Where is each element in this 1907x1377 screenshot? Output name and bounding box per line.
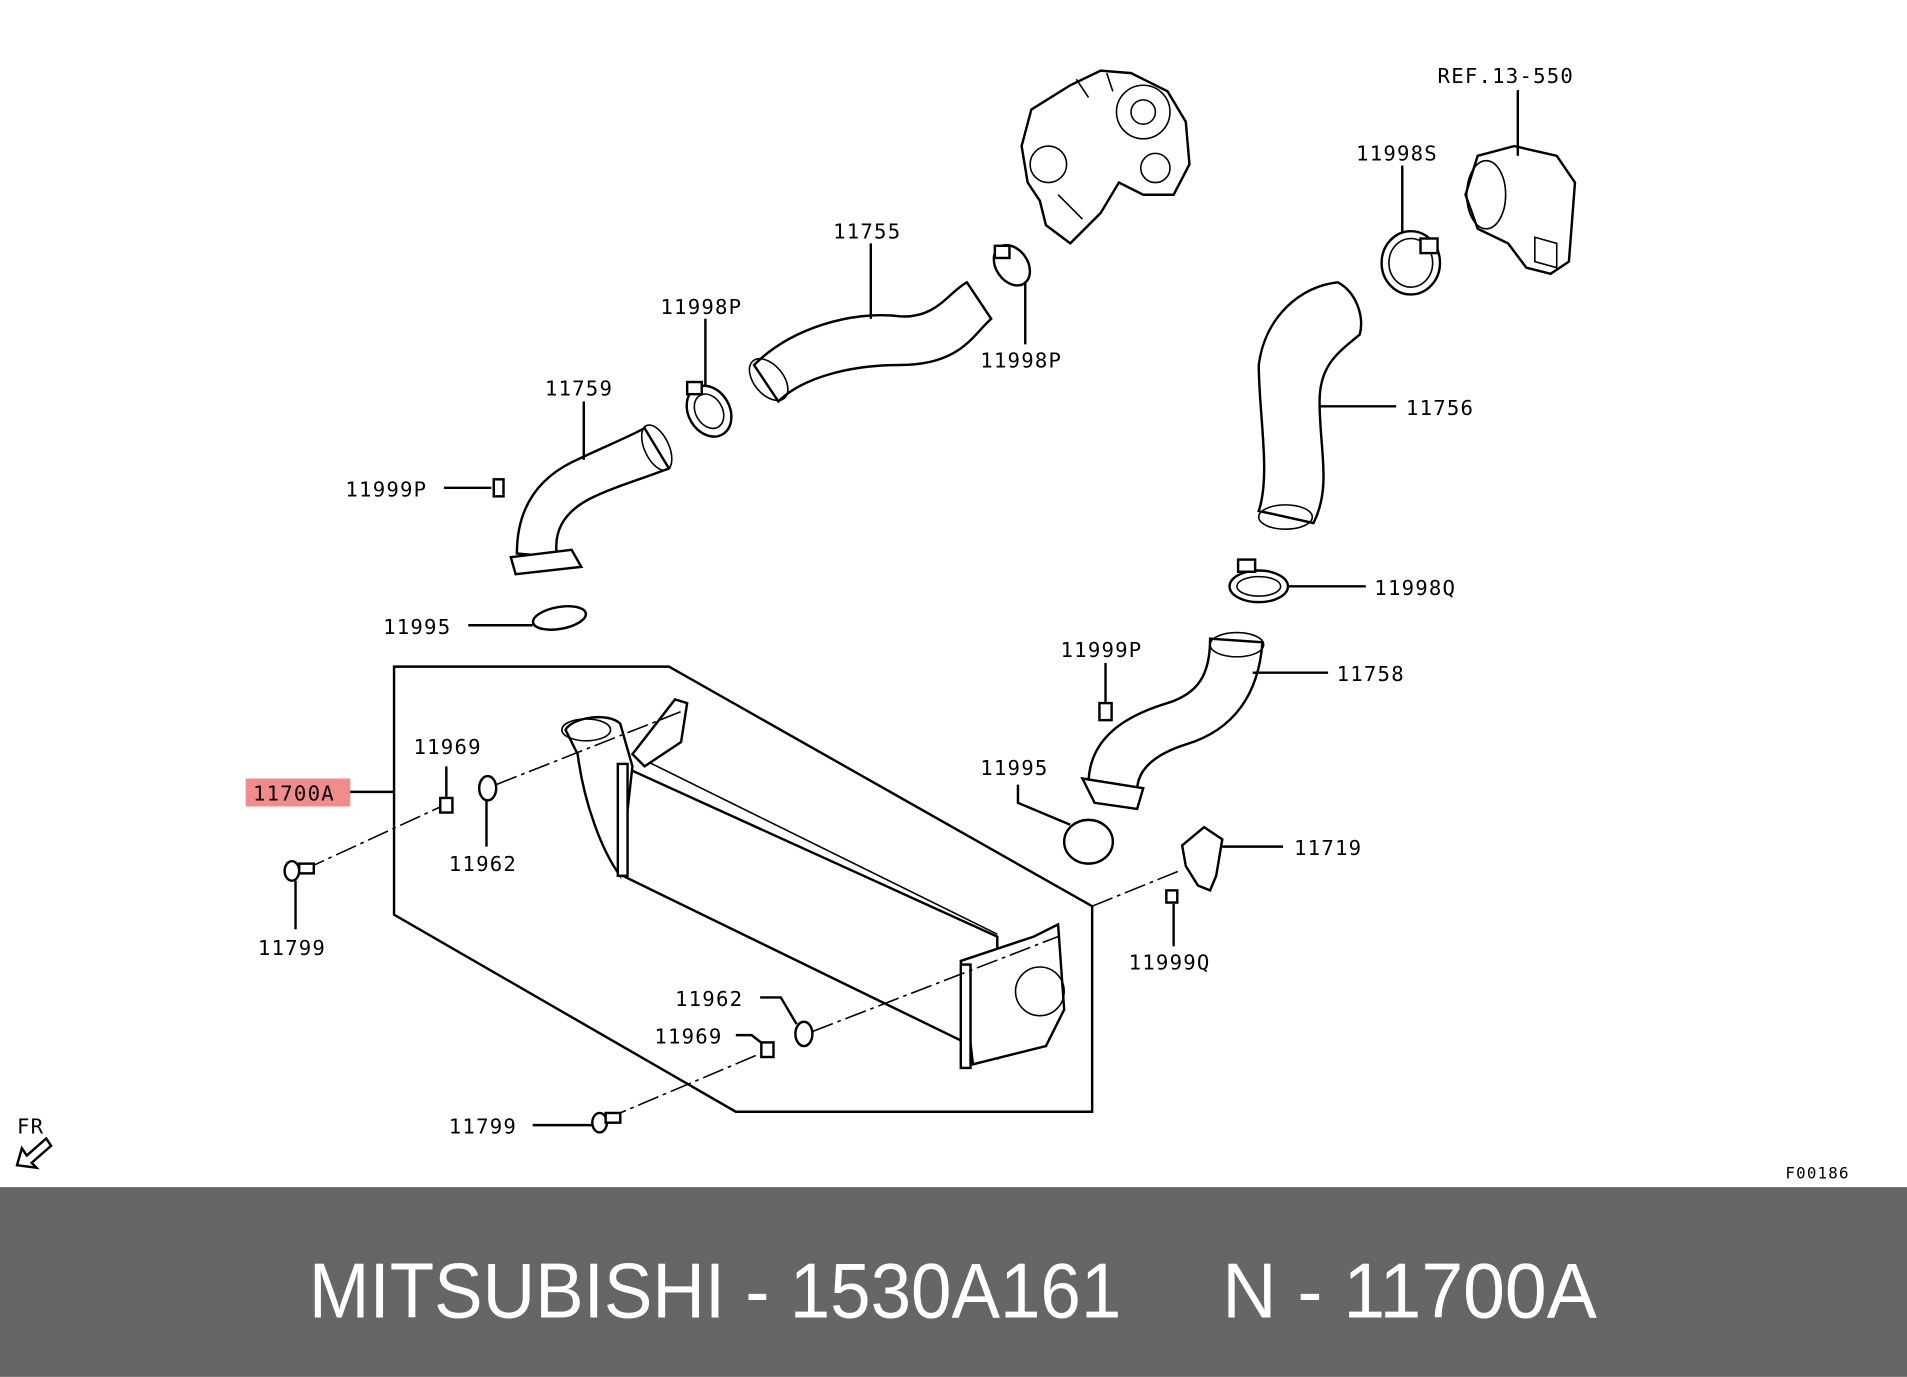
label-11756: 11756 xyxy=(1406,396,1474,420)
hose-11756 xyxy=(1257,281,1363,525)
label-11799-a: 11799 xyxy=(258,936,326,960)
hose-11755 xyxy=(752,280,993,404)
label-11995-b: 11995 xyxy=(980,756,1048,780)
label-11998P-b: 11998P xyxy=(980,348,1062,372)
label-11719: 11719 xyxy=(1294,836,1362,860)
label-11759: 11759 xyxy=(545,376,613,400)
label-11998Q: 11998Q xyxy=(1374,576,1456,600)
nut-11969-upper xyxy=(439,796,454,814)
label-11995-a: 11995 xyxy=(383,615,451,639)
label-11962-b: 11962 xyxy=(675,987,743,1011)
front-direction-label: FR xyxy=(17,1115,44,1139)
label-11999P-b: 11999P xyxy=(1061,638,1143,662)
grommet-11962-lower xyxy=(794,1020,814,1048)
assembly-outline-11700A xyxy=(392,665,1094,1113)
intercooler-core xyxy=(561,698,1066,1070)
grommet-11962-upper xyxy=(477,774,498,802)
label-11999Q: 11999Q xyxy=(1129,950,1211,974)
bracket-11719 xyxy=(1180,825,1224,892)
bottom-banner xyxy=(0,1187,1907,1377)
hose-clamp-11998P-upper xyxy=(992,243,1032,287)
bolt-11999P-upper xyxy=(492,478,505,498)
front-arrow-icon xyxy=(15,1136,53,1170)
label-11969-a: 11969 xyxy=(414,735,482,759)
label-ref-13-550: REF.13-550 xyxy=(1438,64,1575,88)
hose-clamp-11998P-lower xyxy=(685,380,733,438)
figure-code: F00186 xyxy=(1785,1164,1849,1183)
hose-clamp-11998S xyxy=(1380,229,1442,296)
hose-11759 xyxy=(515,426,671,559)
highlight-11700A xyxy=(245,778,351,807)
bolt-11799-lower xyxy=(591,1111,622,1134)
bolt-11799-upper xyxy=(283,859,315,882)
hose-clamp-11998Q xyxy=(1228,558,1290,604)
label-11755: 11755 xyxy=(833,220,901,244)
turbocharger-drawing xyxy=(1020,69,1191,245)
label-11998S: 11998S xyxy=(1356,142,1438,166)
label-11998P-a: 11998P xyxy=(660,295,742,319)
o-ring-11995-lower xyxy=(1062,818,1115,865)
throttle-body-drawing xyxy=(1464,144,1577,276)
label-11758: 11758 xyxy=(1337,662,1405,686)
label-11999P-a: 11999P xyxy=(345,477,427,501)
label-11962-a: 11962 xyxy=(449,852,517,876)
bolt-11999P-lower xyxy=(1098,701,1113,722)
banner-part-number: MITSUBISHI - 1530A161 xyxy=(309,1248,1121,1334)
label-11799-b: 11799 xyxy=(449,1115,517,1139)
o-ring-11995-upper xyxy=(531,605,588,631)
banner-ref-number: N - 11700A xyxy=(1222,1248,1597,1334)
label-11969-b: 11969 xyxy=(654,1025,722,1049)
label-11700A[interactable]: 11700A xyxy=(253,781,335,805)
nut-11969-lower xyxy=(760,1041,775,1059)
